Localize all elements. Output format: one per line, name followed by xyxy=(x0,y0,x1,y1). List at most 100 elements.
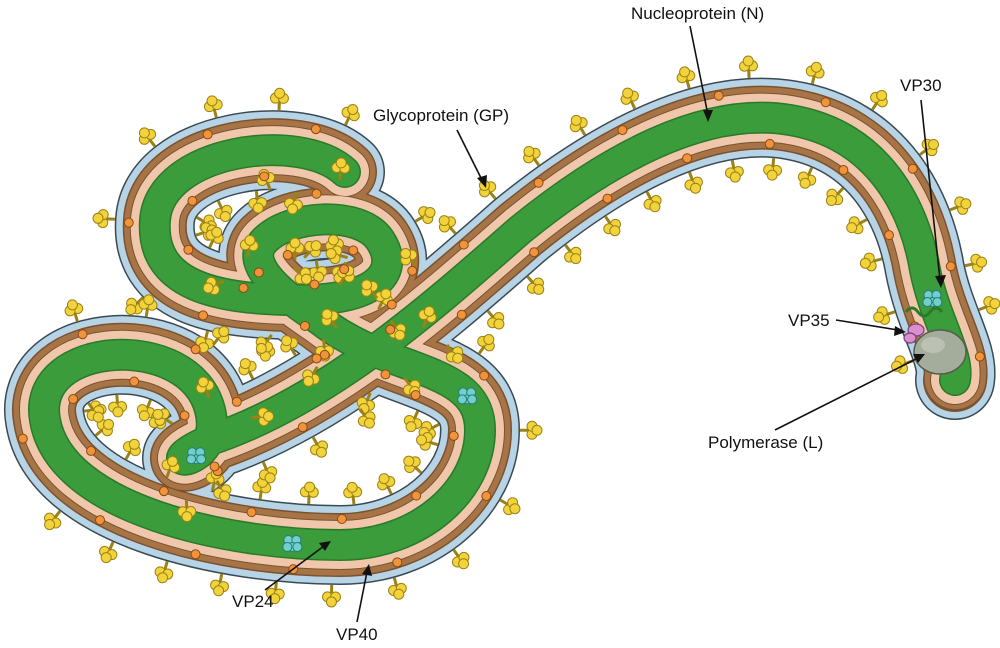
vp24-protein xyxy=(96,516,105,525)
vp24-protein xyxy=(412,491,421,500)
glycoprotein-head xyxy=(767,170,777,180)
vp24-protein xyxy=(184,245,193,254)
glycoprotein-head xyxy=(610,226,620,236)
vp24-protein xyxy=(457,310,466,319)
glycoprotein-head xyxy=(379,474,389,484)
glycoprotein-head xyxy=(305,482,315,492)
vp30-protein xyxy=(468,395,477,404)
polymerase-l xyxy=(914,330,966,374)
glycoprotein-head xyxy=(45,520,55,530)
vp24-protein xyxy=(130,377,139,386)
glycoprotein-head xyxy=(874,312,884,322)
vp24-protein xyxy=(482,492,491,501)
glycoprotein-head xyxy=(534,284,544,294)
vp30-protein xyxy=(458,395,467,404)
glycoprotein-head xyxy=(394,589,404,599)
vp24-protein xyxy=(180,411,189,420)
leader-polymerase xyxy=(775,358,918,430)
glycoprotein-head xyxy=(139,411,149,421)
glycoprotein-head xyxy=(265,473,275,483)
vp30-protein xyxy=(933,298,942,307)
vp24-protein xyxy=(300,321,309,330)
vp24-protein xyxy=(714,91,723,100)
label-vp30: VP30 xyxy=(900,76,942,95)
glycoprotein-head xyxy=(961,199,971,209)
glycoprotein-head xyxy=(800,178,810,188)
vp24-protein xyxy=(349,246,358,255)
label-vp40: VP40 xyxy=(336,625,378,643)
glycoprotein-head xyxy=(168,456,178,466)
vp35-protein xyxy=(904,333,916,343)
glycoprotein-head xyxy=(381,289,391,299)
vp24-protein xyxy=(765,139,774,148)
glycoprotein-head xyxy=(93,412,103,422)
glycoprotein-head xyxy=(425,207,435,217)
glycoprotein-head xyxy=(401,249,411,259)
glycoprotein-head xyxy=(730,172,740,182)
vp30-protein xyxy=(283,543,292,552)
vp24-protein xyxy=(381,370,390,379)
vp24-protein xyxy=(283,251,292,260)
vp24-protein xyxy=(310,280,319,289)
label-vp35: VP35 xyxy=(788,311,830,330)
vp24-protein xyxy=(480,371,489,380)
vp24-protein xyxy=(199,311,208,320)
glycoprotein-head xyxy=(990,299,1000,309)
glycoprotein-head xyxy=(847,223,857,233)
vp24-protein xyxy=(191,550,200,559)
vp24-protein xyxy=(821,98,830,107)
glycoprotein-head xyxy=(424,306,434,316)
glycoprotein-head xyxy=(245,235,255,245)
vp24-protein xyxy=(203,130,212,139)
glycoprotein-head xyxy=(101,553,111,563)
glycoprotein-head xyxy=(510,504,520,514)
vp24-protein xyxy=(124,218,133,227)
glycoprotein-head xyxy=(240,359,250,369)
vp24-protein xyxy=(254,268,263,277)
vp24-protein xyxy=(247,508,256,517)
glycoprotein-head xyxy=(347,482,357,492)
glycoprotein-head xyxy=(532,425,542,435)
vp24-protein xyxy=(232,397,241,406)
vp24-protein xyxy=(393,558,402,567)
glycoprotein-head xyxy=(743,56,753,66)
glycoprotein-head xyxy=(877,90,887,100)
glycoprotein-head xyxy=(93,213,103,223)
glycoprotein-head xyxy=(623,88,633,98)
glycoprotein-head xyxy=(417,435,427,445)
vp24-protein xyxy=(311,125,320,134)
glycoprotein-head xyxy=(406,422,416,432)
glycoprotein-head xyxy=(220,491,230,501)
glycoprotein-head xyxy=(104,419,114,429)
vp24-protein xyxy=(159,487,168,496)
vp24-protein xyxy=(188,196,197,205)
vp24-protein xyxy=(839,166,848,175)
glycoprotein-head xyxy=(348,104,358,114)
glycoprotein-head xyxy=(322,309,332,319)
vp24-protein xyxy=(411,391,420,400)
vp24-protein xyxy=(239,283,248,292)
label-glycoprotein: Glycoprotein (GP) xyxy=(373,106,509,125)
glycoprotein-head xyxy=(860,258,870,268)
glycoprotein-head xyxy=(316,447,326,457)
leader-glycoprotein xyxy=(457,130,482,180)
glycoprotein-head xyxy=(459,559,469,569)
glycoprotein-head xyxy=(336,158,346,168)
vp24-protein xyxy=(298,423,307,432)
label-vp24: VP24 xyxy=(232,592,274,611)
glycoprotein-head xyxy=(364,418,374,428)
vp24-protein xyxy=(386,325,395,334)
vp24-protein xyxy=(87,446,96,455)
vp24-protein xyxy=(534,178,543,187)
glycoprotein-head xyxy=(929,139,939,149)
glycoprotein-head xyxy=(198,377,208,387)
glycoprotein-head xyxy=(311,241,321,251)
glycoprotein-head xyxy=(182,512,192,522)
glycoprotein-head xyxy=(977,257,987,267)
glycoprotein-head xyxy=(275,88,285,98)
vp24-protein xyxy=(618,126,627,135)
glycoprotein-head xyxy=(395,330,405,340)
vp24-protein xyxy=(210,462,219,471)
glycoprotein-head xyxy=(524,146,534,156)
